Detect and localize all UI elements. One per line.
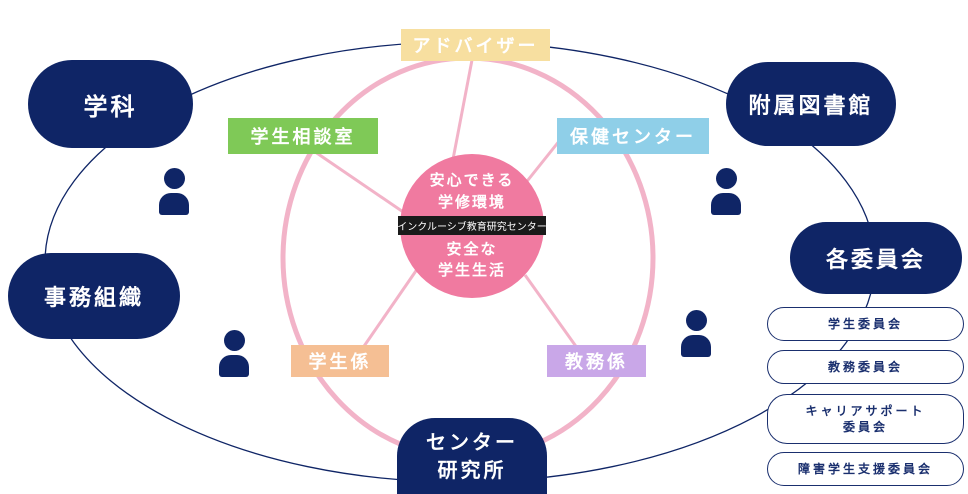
center-institute-line-2: 研究所	[437, 458, 507, 482]
department-node: 学科	[28, 60, 193, 148]
committee-student: 学生委員会	[767, 307, 964, 341]
inclusive-center-label: インクルーシブ教育研究センター	[397, 216, 547, 235]
committee-disability: 障害学生支援委員会	[767, 452, 964, 486]
center-institute-line-1: センター	[426, 430, 518, 454]
academic-affairs-box: 教務係	[547, 345, 646, 377]
committee-academic: 教務委員会	[767, 350, 964, 384]
spoke-student-affairs	[358, 264, 422, 353]
center-line-1: 安心できる	[429, 171, 515, 189]
committees-node: 各委員会	[790, 222, 962, 294]
center-line-3: 安全な	[446, 240, 498, 258]
student-affairs-box: 学生係	[291, 345, 389, 377]
spoke-academic	[523, 274, 582, 353]
health-center-box: 保健センター	[557, 118, 709, 154]
center-line-2: 学修環境	[437, 193, 506, 211]
office-node: 事務組織	[8, 253, 180, 339]
advisor-box: アドバイザー	[401, 29, 550, 61]
spoke-counseling	[304, 143, 413, 220]
center-institute-node: センター 研究所	[397, 418, 547, 494]
person-icon	[680, 310, 712, 358]
person-icon	[158, 168, 190, 216]
committee-career: キャリアサポート 委員会	[767, 394, 964, 444]
counseling-room-box: 学生相談室	[228, 118, 378, 154]
spoke-advisor	[448, 59, 474, 176]
person-icon	[218, 330, 250, 378]
person-icon	[710, 168, 742, 216]
center-line-4: 学生生活	[437, 261, 506, 279]
library-node: 附属図書館	[726, 62, 896, 146]
